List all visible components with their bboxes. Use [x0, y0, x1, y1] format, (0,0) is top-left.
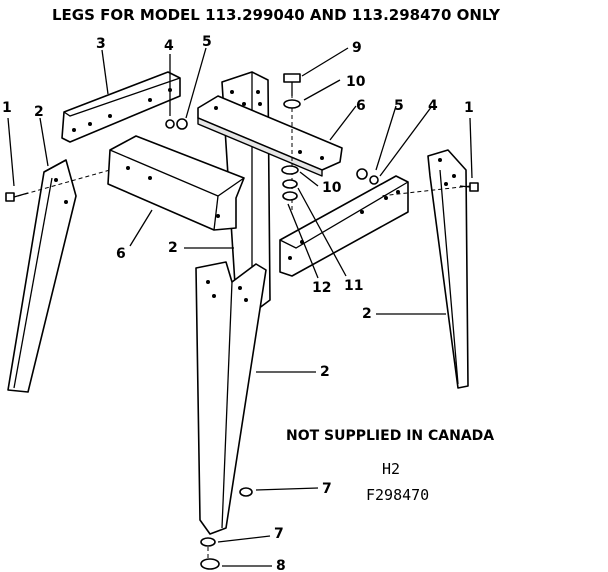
callout-3: 3 [96, 36, 106, 52]
callout-6-left: 6 [116, 246, 126, 262]
callout-10-upper: 10 [346, 74, 366, 90]
diagram-title: LEGS FOR MODEL 113.299040 AND 113.298470… [52, 6, 501, 24]
canada-note: NOT SUPPLIED IN CANADA [286, 428, 494, 444]
callout-1-right: 1 [464, 100, 474, 116]
ref-code: H2 [382, 460, 400, 478]
callout-2-left-leg: 2 [34, 104, 44, 120]
figure-number: F298470 [366, 486, 429, 504]
callout-1-left: 1 [2, 100, 12, 116]
apron-top [197, 95, 343, 177]
callout-6-top: 6 [356, 98, 366, 114]
callout-12: 12 [312, 280, 331, 296]
callout-7-lower: 7 [274, 526, 284, 542]
apron-upper-left [61, 71, 181, 143]
apron-right [279, 175, 409, 277]
callout-7-upper: 7 [322, 481, 332, 497]
callout-10-lower: 10 [322, 180, 342, 196]
callout-11: 11 [344, 278, 363, 294]
callout-2-right: 2 [362, 306, 372, 322]
hardware [5, 73, 479, 570]
callout-2-center: 2 [168, 240, 178, 256]
callout-4-right: 4 [428, 98, 438, 114]
callout-5-top: 5 [202, 34, 212, 50]
leader-lines [7, 47, 473, 567]
callout-5-right: 5 [394, 98, 404, 114]
callout-4-top: 4 [164, 38, 174, 54]
apron-lower-left [107, 135, 245, 231]
leg-right [427, 149, 469, 389]
callout-8: 8 [276, 558, 286, 572]
callout-2-front: 2 [320, 364, 330, 380]
callouts: 1 2 3 4 5 9 10 6 5 4 1 10 6 2 12 11 2 2 … [2, 34, 474, 572]
leg-front [195, 261, 267, 535]
callout-9: 9 [352, 40, 362, 56]
leg-left [7, 159, 77, 393]
